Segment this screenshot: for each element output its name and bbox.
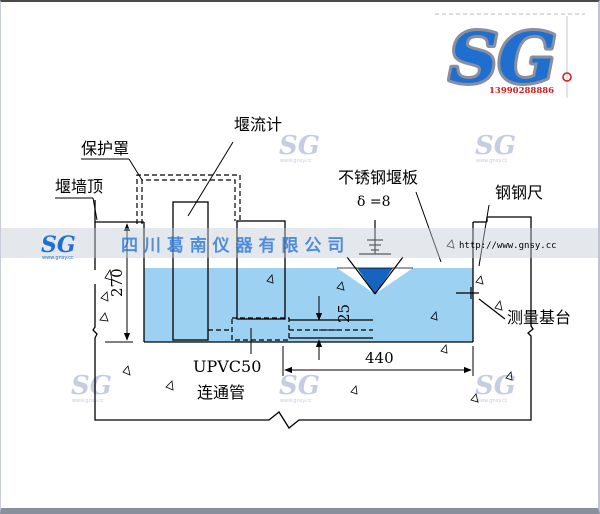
watermark-url: www.gnsy.cc (476, 398, 508, 404)
measuring-base (456, 287, 506, 320)
label-stainless-weir-plate: 不锈钢堰板 (338, 168, 418, 187)
weir-notch-water (357, 268, 393, 294)
dimension-height (105, 221, 133, 343)
watermark-url: www.gnsy.cc (476, 158, 508, 164)
watermark-logo: SG (475, 131, 516, 161)
dimension-height-label: 270 (108, 268, 126, 297)
banner-logo: SG (41, 232, 76, 258)
banner-logo-url: www.gnsy.cc (42, 255, 74, 261)
watermark-logo: SG (279, 131, 320, 161)
weir-meter (172, 201, 286, 341)
sg-logo: SG SG 13990288886 (435, 13, 585, 102)
dimension-pipe-gap-label: 25 (335, 304, 353, 323)
label-protective-cover: 保护罩 (81, 139, 129, 158)
label-connecting-pipe: 连通管 (197, 383, 245, 402)
label-weir-meter: 堰流计 (234, 115, 282, 134)
concrete-hatch (99, 239, 513, 403)
watermark-url: www.gnsy.cc (280, 398, 312, 404)
label-measuring-base: 测量基台 (507, 308, 571, 327)
company-banner: SG www.gnsy.cc 四 川 葛 南 仪 器 有 限 公 司 http:… (1, 228, 598, 261)
label-weir-wall-top: 堰墙顶 (55, 177, 103, 196)
weir-plate (337, 220, 413, 295)
watermark-url: www.gnsy.cc (72, 398, 104, 404)
banner-url: http://www.gnsy.cc (459, 241, 557, 251)
dimension-pipe-gap (315, 296, 337, 360)
label-pipe-spec: UPVC50 (193, 357, 261, 376)
logo-letters-outline: SG (449, 19, 556, 99)
logo-phone: 13990288886 (489, 86, 554, 96)
label-steel-ruler: 钢钢尺 (495, 183, 543, 202)
dimension-width-label: 440 (365, 349, 394, 367)
watermark-url: www.gnsy.cc (280, 158, 312, 164)
leader-lines (55, 141, 490, 354)
banner-company: 四 川 葛 南 仪 器 有 限 公 司 (121, 235, 344, 256)
dimension-width (282, 346, 474, 376)
watermark-logo: SG (71, 371, 112, 401)
water-body (144, 268, 473, 342)
registered-mark (562, 72, 572, 82)
watermark-logo: SG (475, 371, 516, 401)
label-thickness: δ =8 (357, 194, 391, 210)
watermark-group: SG www.gnsy.cc SG www.gnsy.cc SG www.gns… (71, 131, 516, 404)
logo-letters: SG (449, 19, 556, 99)
watermark-logo: SG (279, 371, 320, 401)
protective-cover (136, 174, 241, 224)
